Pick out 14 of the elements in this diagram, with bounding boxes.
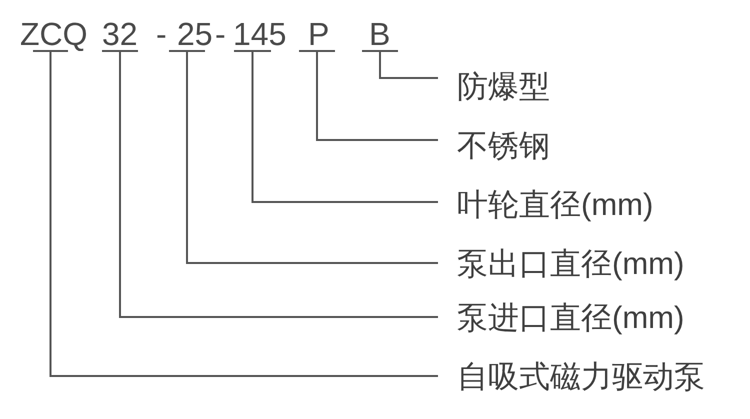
leader-line (186, 52, 438, 264)
meaning-label: 防爆型 (457, 69, 550, 105)
hyphen: - (156, 18, 167, 50)
leader-line (379, 52, 438, 79)
meaning-label: 泵进口直径(mm) (457, 300, 684, 336)
leader-line (252, 52, 438, 203)
meaning-label: 泵出口直径(mm) (457, 246, 684, 282)
meaning-label: 自吸式磁力驱动泵 (457, 359, 705, 395)
leader-line (316, 52, 438, 141)
meaning-label: 叶轮直径(mm) (457, 187, 654, 223)
hyphen: - (215, 18, 226, 50)
meaning-label: 不锈钢 (457, 128, 550, 164)
leader-line (119, 52, 438, 318)
leader-line (50, 52, 438, 377)
